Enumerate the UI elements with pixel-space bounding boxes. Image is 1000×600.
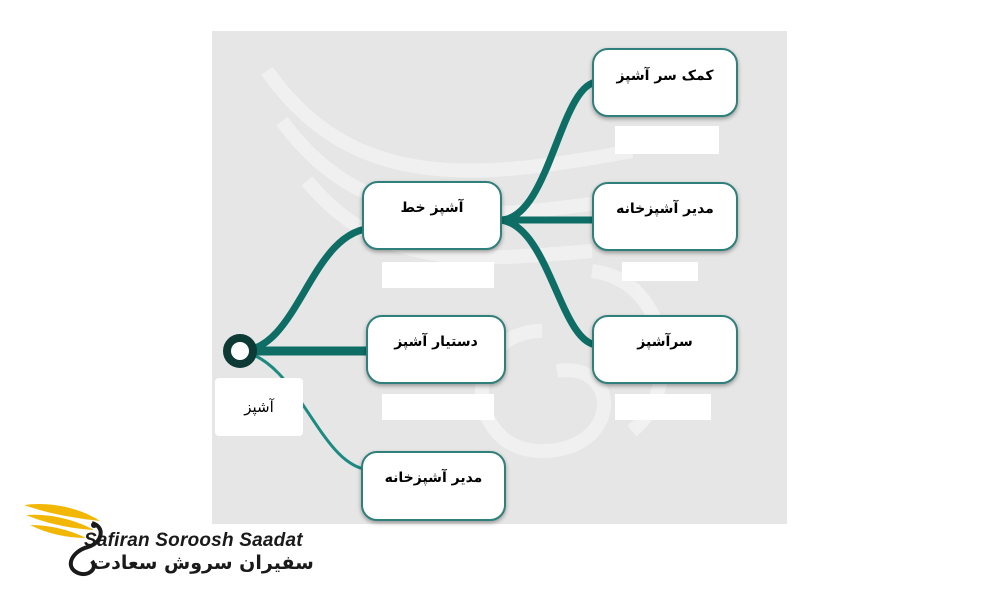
blank-caption-box — [382, 262, 494, 288]
node-kitchen-manager-2: مدیر آشپزخانه — [592, 182, 738, 251]
blank-caption-box — [615, 394, 711, 420]
node-line-cook-label: آشپز خط — [400, 199, 464, 216]
node-kitchen-manager: مدیر آشپزخانه — [361, 451, 506, 521]
brand-logo-icon — [24, 503, 103, 576]
brand-name-persian: سفیران سروش سعادت — [92, 552, 314, 574]
node-kitchen-manager-label: مدیر آشپزخانه — [384, 470, 483, 486]
root-node-label: آشپز — [215, 378, 303, 436]
node-head-chef: سرآشپز — [592, 315, 738, 384]
blank-caption-box — [622, 262, 698, 281]
connector-line-cook-helper — [496, 78, 602, 224]
node-head-chef-label: سرآشپز — [637, 333, 693, 350]
node-sous-chef-helper: کمک سر آشپز — [592, 48, 738, 117]
blank-caption-box — [382, 394, 494, 420]
node-line-cook: آشپز خط — [362, 181, 502, 250]
node-sous-chef-helper-label: کمک سر آشپز — [616, 67, 714, 84]
node-assistant-cook-label: دستیار آشپز — [394, 333, 478, 350]
blank-caption-box — [615, 126, 719, 154]
node-assistant-cook: دستیار آشپز — [366, 315, 506, 384]
connector-line-cook-head-chef — [496, 216, 602, 349]
connector-root-manager — [238, 349, 374, 472]
connector-root-line-cook — [236, 224, 379, 355]
root-ring-icon — [223, 334, 257, 368]
node-kitchen-manager-2-label: مدیر آشپزخانه — [616, 200, 714, 217]
brand-name-english: Safiran Soroosh Saadat — [84, 530, 303, 551]
